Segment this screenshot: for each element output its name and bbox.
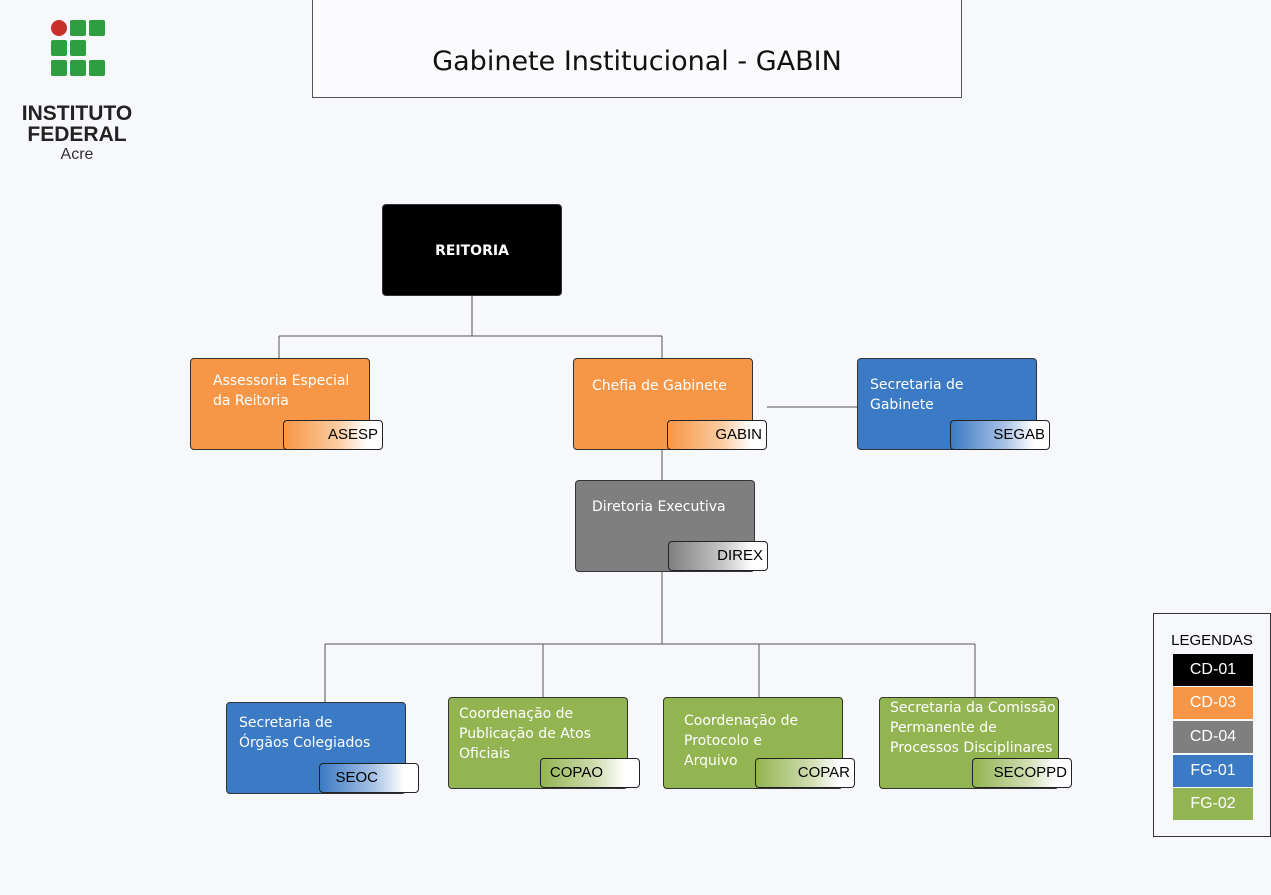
- node-copar-code: COPAR: [755, 758, 855, 788]
- node-gabin-label: Chefia de Gabinete: [592, 378, 727, 394]
- logo-text-acre: Acre: [60, 146, 94, 163]
- page-title-box: Gabinete Institucional - GABIN: [312, 0, 962, 98]
- page-title: Gabinete Institucional - GABIN: [432, 46, 842, 77]
- logo-text-federal: FEDERAL: [27, 123, 127, 146]
- legend-title: LEGENDAS: [1171, 632, 1253, 649]
- legend: LEGENDAS CD-01 CD-03 CD-04 FG-01 FG-02: [1153, 613, 1271, 837]
- node-secoppd-label: Secretaria da Comissão Permanente de Pro…: [890, 700, 1056, 756]
- node-seoc-label: Secretaria de Órgãos Colegiados: [239, 715, 371, 751]
- node-direx-code: DIREX: [668, 541, 768, 571]
- node-secoppd: Secretaria da Comissão Permanente de Pro…: [879, 697, 1059, 789]
- node-gabin-code: GABIN: [667, 420, 767, 450]
- node-direx-label: Diretoria Executiva: [592, 499, 726, 515]
- node-copar: Coordenação de Protocolo e Arquivo: [663, 697, 843, 789]
- node-secoppd-code: SECOPPD: [972, 758, 1072, 788]
- node-copao-code: COPAO: [540, 758, 640, 788]
- node-asesp-label: Assessoria Especial da Reitoria: [213, 373, 350, 409]
- node-reitoria: REITORIA: [382, 204, 562, 296]
- node-segab-code: SEGAB: [950, 420, 1050, 450]
- node-copar-label: Coordenação de Protocolo e Arquivo: [684, 713, 799, 769]
- node-seoc: Secretaria de Órgãos Colegiados: [226, 702, 406, 794]
- legend-item: FG-01: [1173, 755, 1253, 787]
- node-copao-label: Coordenação de Publicação de Atos Oficia…: [459, 706, 591, 762]
- node-reitoria-label: REITORIA: [435, 243, 509, 259]
- node-segab-label: Secretaria de Gabinete: [870, 377, 964, 413]
- node-direx: Diretoria Executiva: [575, 480, 755, 572]
- institution-logo: [51, 20, 105, 78]
- node-seoc-code: SEOC: [319, 763, 419, 793]
- node-asesp-code: ASESP: [283, 420, 383, 450]
- legend-item: FG-02: [1173, 788, 1253, 820]
- logo-text-instituto: INSTITUTO: [21, 102, 133, 125]
- legend-item: CD-03: [1173, 687, 1253, 719]
- legend-item: CD-01: [1173, 654, 1253, 686]
- legend-item: CD-04: [1173, 721, 1253, 753]
